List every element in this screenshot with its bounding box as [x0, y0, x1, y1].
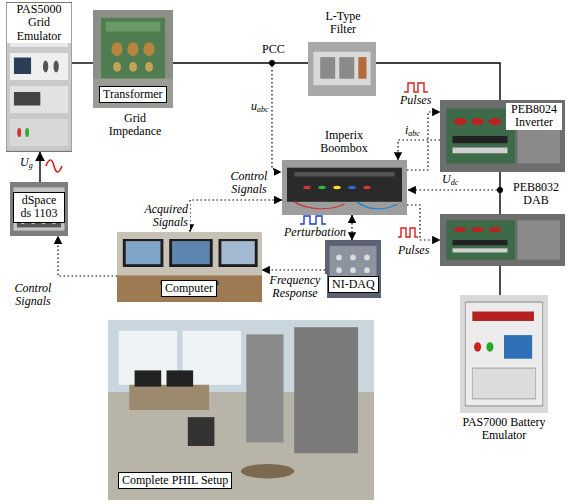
device-label: Imperix Boombox [310, 129, 378, 156]
signal-label: Perturbation [282, 226, 348, 239]
device-label: PEB8032 DAB [508, 181, 564, 208]
signal-label: Udc [440, 173, 460, 188]
signal-connector [351, 215, 352, 240]
signal-connector [262, 269, 325, 270]
pcc-sense-line [272, 66, 281, 172]
signal-label: Pulses [396, 244, 431, 257]
power-connector [499, 266, 500, 295]
device-photo-node: PEB8024 Inverter [440, 100, 565, 172]
red-pulse-icon [404, 83, 428, 92]
signal-label: PCC [260, 43, 287, 56]
signal-label: iabc [403, 124, 422, 139]
signal-label: Control Signals [224, 170, 274, 197]
photo-caption: Transformer [99, 86, 167, 103]
photo-illustration [282, 160, 407, 215]
device-photo-node: PAS7000 Battery Emulator [460, 295, 548, 413]
signal-label: uabc [249, 100, 271, 115]
signal-connector [58, 236, 117, 276]
signal-label: Control Signals [8, 282, 58, 309]
device-photo-node: Imperix Boombox [282, 160, 407, 215]
power-connector [376, 63, 500, 100]
power-connector [72, 62, 93, 63]
blue-pulse-icon [300, 216, 326, 224]
photo-illustration [460, 295, 548, 413]
photo-caption: NI-DAQ [328, 276, 379, 293]
power-connector [499, 172, 500, 214]
device-label: Grid Impedance [103, 112, 167, 139]
device-photo-node: L-Type Filter [308, 42, 376, 96]
photo-caption: Complete PHIL Setup [118, 472, 232, 489]
photo-illustration [440, 214, 565, 266]
signal-connector [407, 205, 440, 240]
device-photo-node: TransformerGrid Impedance [93, 10, 173, 108]
signal-connector [398, 140, 440, 160]
red-sine-icon [46, 160, 62, 172]
device-label: L-Type Filter [318, 10, 368, 37]
photo-illustration [308, 42, 376, 96]
device-photo-node: PEB8032 DAB [440, 214, 565, 266]
device-label: PAS7000 Battery Emulator [448, 416, 560, 443]
power-connector [39, 152, 40, 182]
signal-label: Pulses [398, 94, 433, 107]
udc-sense-line [408, 189, 497, 190]
signal-label: Frequency Response [263, 274, 327, 301]
signal-label: Acquired Signals [122, 203, 190, 230]
signal-label: Ug [18, 156, 35, 171]
photo-caption: dSpace ds 1103 [13, 192, 65, 223]
device-label: PAS5000 Grid Emulator [7, 3, 71, 43]
device-photo-node: PAS5000 Grid Emulator [6, 2, 72, 152]
red-pulse-icon [398, 228, 418, 237]
device-photo-node: NI-DAQ [325, 240, 381, 298]
signal-connector [407, 112, 440, 170]
photo-caption: Computer [161, 280, 217, 297]
power-connector [173, 62, 308, 63]
device-photo-node: dSpace ds 1103 [10, 182, 68, 236]
device-photo-node: Computer [117, 232, 262, 302]
device-photo-node: Complete PHIL Setup [108, 320, 374, 500]
device-label: PEB8024 Inverter [506, 103, 562, 130]
signal-connector [190, 200, 282, 232]
